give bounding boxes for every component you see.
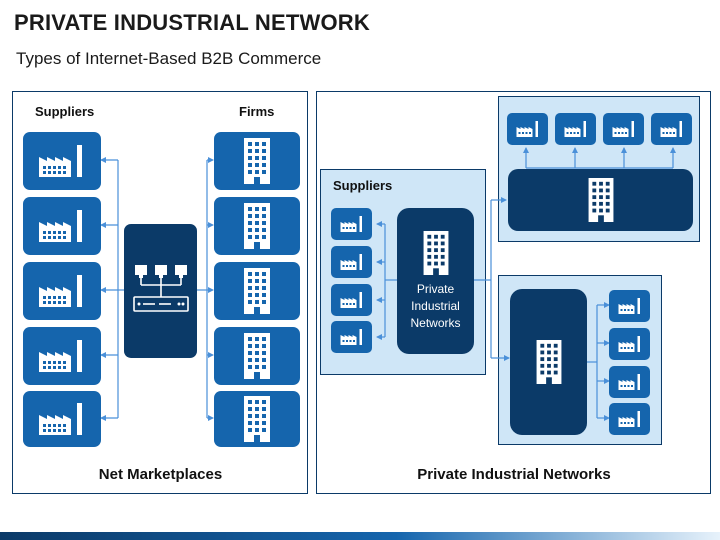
factory-icon (39, 403, 82, 435)
network-server-icon (132, 265, 189, 312)
factory-icon (39, 145, 82, 177)
supplier-tile (609, 366, 650, 398)
building-icon (536, 340, 561, 384)
supplier-tile (331, 208, 372, 240)
factory-icon (618, 374, 640, 390)
building-icon (244, 333, 270, 379)
building-icon (244, 268, 270, 314)
building-icon (588, 178, 613, 222)
marketplace-hub (124, 224, 197, 358)
factory-icon (39, 340, 82, 372)
factory-icon (39, 210, 82, 242)
page-subtitle: Types of Internet-Based B2B Commerce (16, 49, 322, 68)
factory-icon (618, 336, 640, 352)
building-icon (244, 203, 270, 249)
building-icon (423, 230, 448, 275)
factory-icon (660, 121, 682, 137)
footer-accent-bar (0, 532, 720, 540)
building-icon (244, 396, 270, 442)
supplier-tile (651, 113, 692, 145)
factory-icon (564, 121, 586, 137)
supplier-tile (23, 262, 101, 320)
net-marketplaces-caption: Net Marketplaces (98, 466, 223, 483)
supplier-tile (507, 113, 548, 145)
private-networks-caption: Private Industrial Networks (417, 466, 611, 483)
supplier-tile (331, 321, 372, 353)
firm-tile (214, 391, 300, 447)
supplier-tile (23, 327, 101, 385)
factory-icon (612, 121, 634, 137)
supplier-tile (23, 391, 101, 447)
factory-icon (39, 275, 82, 307)
factory-icon (340, 292, 362, 308)
firm-tile (214, 262, 300, 320)
supplier-tile (603, 113, 644, 145)
supplier-tile (331, 284, 372, 316)
factory-icon (516, 121, 538, 137)
firm-tile (214, 197, 300, 255)
factory-icon (340, 329, 362, 345)
firm-tile (214, 327, 300, 385)
hub-label: Private Industrial Networks (410, 281, 461, 330)
factory-icon (340, 216, 362, 232)
supplier-tile (331, 246, 372, 278)
right-suppliers-label: Suppliers (333, 178, 393, 193)
supplier-tile (609, 328, 650, 360)
firm-block-bottom (510, 289, 587, 435)
private-network-hub: Private Industrial Networks (397, 208, 474, 354)
left-suppliers-label: Suppliers (35, 104, 95, 119)
building-icon (244, 138, 270, 184)
supplier-tile (23, 197, 101, 255)
firms-label: Firms (239, 104, 275, 119)
factory-icon (618, 411, 640, 427)
supplier-tile (609, 290, 650, 322)
firm-tile (214, 132, 300, 190)
supplier-tile (609, 403, 650, 435)
page-title: PRIVATE INDUSTRIAL NETWORK (14, 10, 370, 35)
firm-block-top (508, 169, 693, 231)
supplier-tile (555, 113, 596, 145)
supplier-tile (23, 132, 101, 190)
factory-icon (618, 298, 640, 314)
factory-icon (340, 254, 362, 270)
